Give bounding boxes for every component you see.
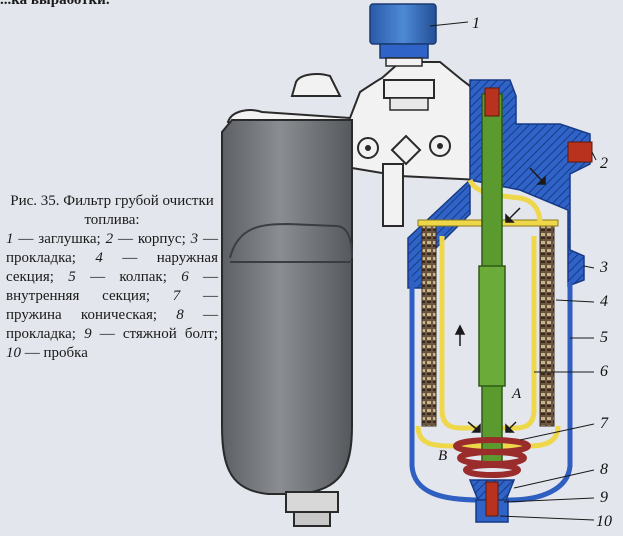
- legend-item: 8 — прокладка;: [6, 307, 219, 342]
- legend-item: 9 — стяжной болт;: [84, 326, 218, 342]
- callout-10: 10: [596, 513, 612, 530]
- left-filter-bowl: [221, 119, 353, 527]
- callout-6: 6: [600, 363, 608, 380]
- tie-bolt-9: [478, 87, 506, 465]
- conical-spring-7: [453, 437, 531, 478]
- callout-1: 1: [472, 15, 480, 32]
- side-fitting: [567, 141, 593, 163]
- legend-item: 2 — корпус;: [105, 231, 186, 247]
- flow-letter-b: В: [438, 448, 447, 464]
- callout-7: 7: [600, 415, 609, 432]
- drain-plug-10: [468, 479, 516, 523]
- legend-item: 6 — внутренняя секция;: [6, 269, 219, 304]
- figure-caption: Рис. 35. Фильтр грубой очистки топлива: …: [6, 192, 218, 363]
- inner-section-6: [439, 178, 543, 431]
- plug-1-cap: [369, 3, 437, 67]
- callout-9: 9: [600, 489, 608, 506]
- flow-arrows: [454, 167, 546, 433]
- legend-item: 10 — пробка: [6, 345, 88, 361]
- callout-3: 3: [599, 259, 608, 276]
- legend-item: 7 — пружина коническая;: [6, 288, 219, 323]
- outer-section-4: [415, 219, 561, 449]
- legend-item: 5 — колпак;: [68, 269, 167, 285]
- legend-item: 4 — наружная секция;: [6, 250, 218, 285]
- callout-4: 4: [600, 293, 608, 310]
- top-text-fragment: ...ка выработки.: [0, 0, 110, 8]
- callout-2: 2: [600, 155, 608, 172]
- legend-item: 3 — прокладка;: [6, 231, 219, 266]
- callout-5: 5: [600, 329, 608, 346]
- flow-letter-a: А: [511, 386, 522, 402]
- caption-legend: 1 — заглушка; 2 — корпус; 3 — прокладка;…: [6, 231, 218, 361]
- caption-title: Рис. 35. Фильтр грубой очистки топлива:: [10, 193, 214, 228]
- callout-leaders: [429, 21, 597, 521]
- legend-item: 1 — заглушка;: [6, 231, 101, 247]
- callout-8: 8: [600, 461, 608, 478]
